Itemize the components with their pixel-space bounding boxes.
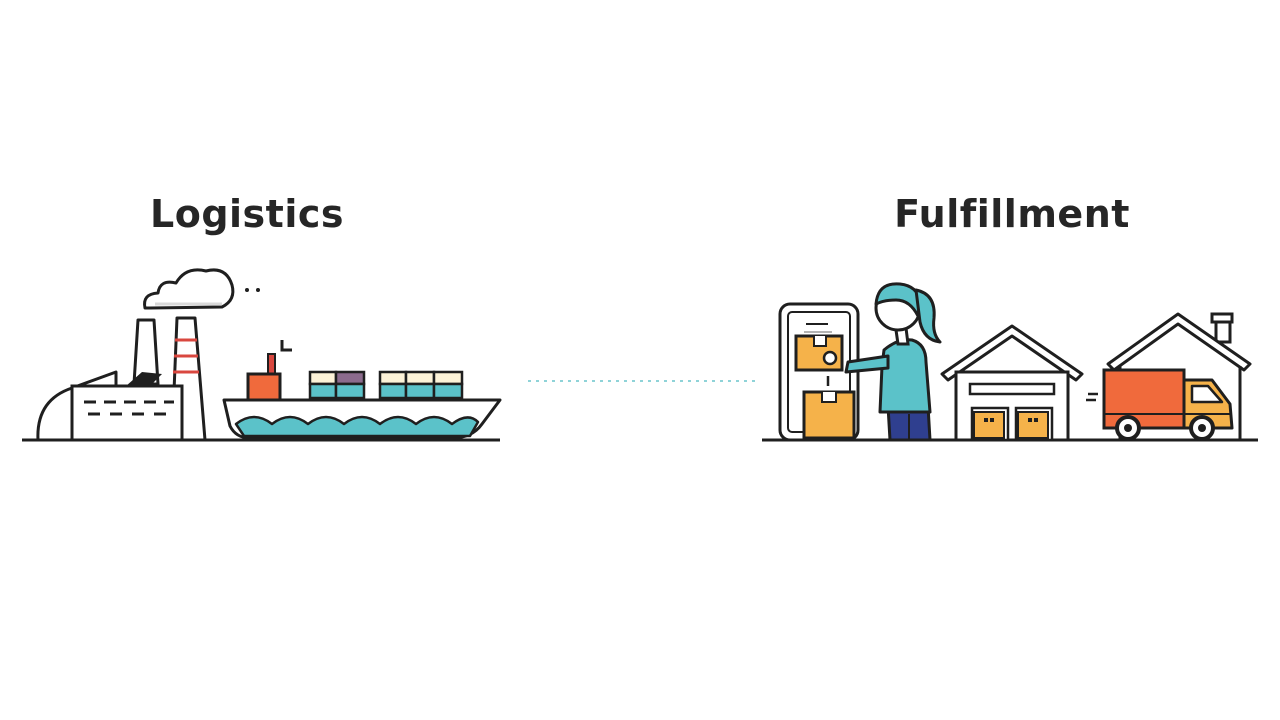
delivery-truck-icon xyxy=(1102,368,1234,441)
logistics-title: Logistics xyxy=(150,192,344,236)
package-icon xyxy=(802,376,856,440)
smoke-cloud-icon xyxy=(143,268,260,310)
factory-icon xyxy=(36,316,207,442)
cargo-ship-icon xyxy=(222,340,502,440)
logistics-illustration xyxy=(22,268,502,442)
worker-icon xyxy=(794,282,942,442)
fulfillment-title: Fulfillment xyxy=(894,192,1130,236)
fulfillment-illustration xyxy=(762,282,1258,442)
warehouse-icon xyxy=(940,324,1084,442)
speed-lines-icon xyxy=(1086,392,1098,402)
